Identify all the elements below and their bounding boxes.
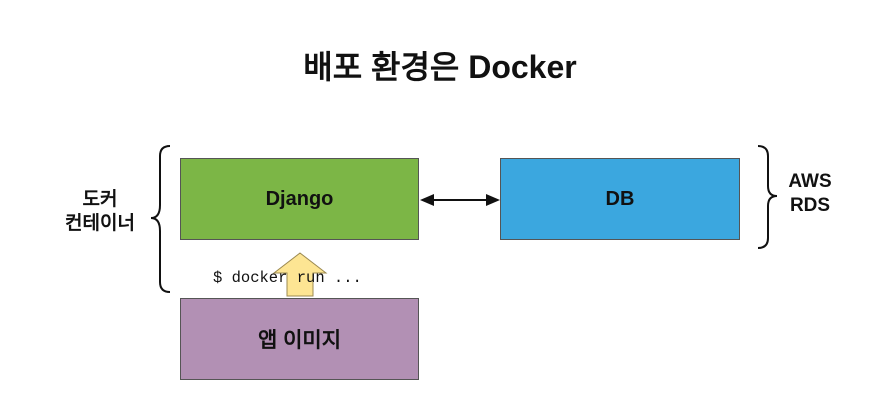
arrowhead-left bbox=[420, 194, 434, 206]
django-box: Django bbox=[180, 158, 419, 240]
docker-container-label-line2: 컨테이너 bbox=[65, 213, 135, 234]
left-brace bbox=[150, 145, 171, 293]
diagram-title: 배포 환경은 Docker bbox=[303, 49, 577, 85]
db-box: DB bbox=[500, 158, 740, 240]
app-image-box-label: 앱 이미지 bbox=[257, 329, 342, 352]
aws-rds-label-line2: RDS bbox=[789, 195, 831, 216]
right-brace bbox=[757, 145, 778, 249]
aws-rds-label: AWS RDS bbox=[775, 170, 845, 218]
up-arrow bbox=[272, 252, 328, 297]
app-image-box: 앱 이미지 bbox=[180, 298, 419, 380]
docker-container-label-line1: 도커 bbox=[82, 189, 118, 210]
docker-run-command: $ docker run ... bbox=[213, 269, 362, 287]
docker-container-label: 도커 컨테이너 bbox=[50, 188, 150, 236]
django-box-label: Django bbox=[265, 187, 334, 210]
aws-rds-label-line1: AWS bbox=[788, 171, 832, 192]
db-box-label: DB bbox=[605, 187, 635, 210]
arrowhead-right bbox=[486, 194, 500, 206]
